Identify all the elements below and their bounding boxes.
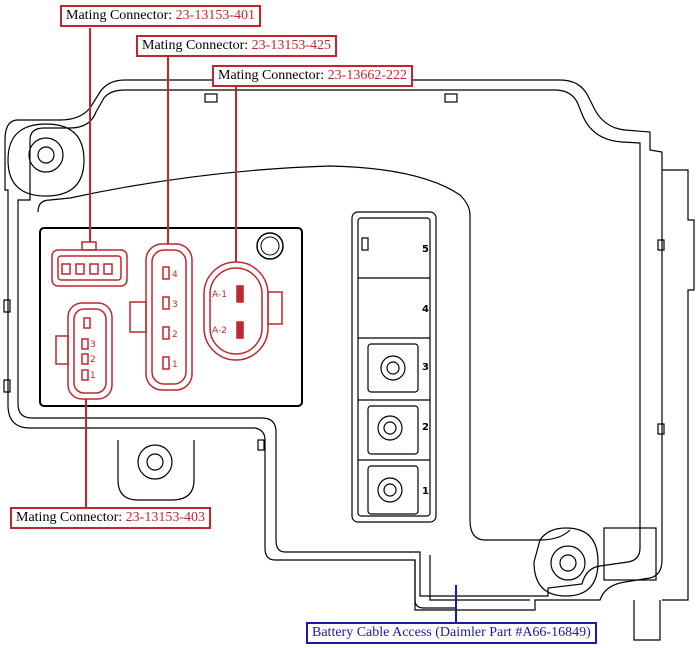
- callout-battery-cable-access: Battery Cable Access (Daimler Part #A66-…: [306, 622, 597, 644]
- battery-studs: [367, 343, 419, 515]
- pin-label: A-1: [212, 290, 227, 300]
- callout-part-number: 23-13153-425: [251, 38, 331, 53]
- slot-number: 5: [422, 244, 429, 255]
- callout-label: Mating Connector:: [218, 68, 325, 83]
- callout-connector-425: Mating Connector: 23-13153-425: [136, 35, 337, 57]
- pin-label: 2: [172, 330, 178, 340]
- connector-bay: [39, 227, 303, 407]
- slot-number: 2: [422, 422, 429, 433]
- callout-connector-403: Mating Connector: 23-13153-403: [10, 507, 211, 529]
- slot-number: 3: [422, 362, 429, 373]
- mount-hole-bottom-left: [137, 444, 173, 480]
- callout-label: Mating Connector:: [142, 38, 249, 53]
- connector-222: [203, 261, 283, 361]
- connectors: [51, 241, 283, 400]
- pin-label: 2: [90, 355, 96, 365]
- callout-part-number: 23-13153-401: [175, 8, 255, 23]
- pin-label: 3: [90, 340, 96, 350]
- callout-part-number: 23-13662-222: [327, 68, 407, 83]
- mount-hole-top-left: [28, 137, 64, 173]
- slot-numbers: 5 4 3 2 1: [422, 244, 429, 497]
- connector-401: [51, 241, 128, 287]
- pin-label: 3: [172, 300, 178, 310]
- leader-lines: [85, 28, 237, 508]
- connector-425: [129, 243, 193, 391]
- pin-label: 4: [172, 270, 178, 280]
- slot-number: 4: [422, 304, 429, 315]
- callout-connector-401: Mating Connector: 23-13153-401: [60, 5, 261, 27]
- housing-outline: [3, 79, 695, 641]
- callout-part-number: 23-13153-403: [125, 510, 205, 525]
- pin-label: A-2: [212, 326, 227, 336]
- mounting-holes: [28, 137, 586, 581]
- pin-label: 1: [172, 360, 178, 370]
- callout-label: Mating Connector:: [66, 8, 173, 23]
- callout-connector-222: Mating Connector: 23-13662-222: [212, 65, 413, 87]
- pin-label: 1: [90, 371, 96, 381]
- mount-hole-bottom-right: [550, 545, 586, 581]
- slot-number: 1: [422, 486, 429, 497]
- callout-label: Battery Cable Access (Daimler Part #A66-…: [312, 625, 591, 640]
- connector-403: [55, 302, 113, 400]
- callout-label: Mating Connector:: [16, 510, 123, 525]
- pin-labels: 4 3 2 1 A-1 A-2 3 2 1: [90, 270, 227, 381]
